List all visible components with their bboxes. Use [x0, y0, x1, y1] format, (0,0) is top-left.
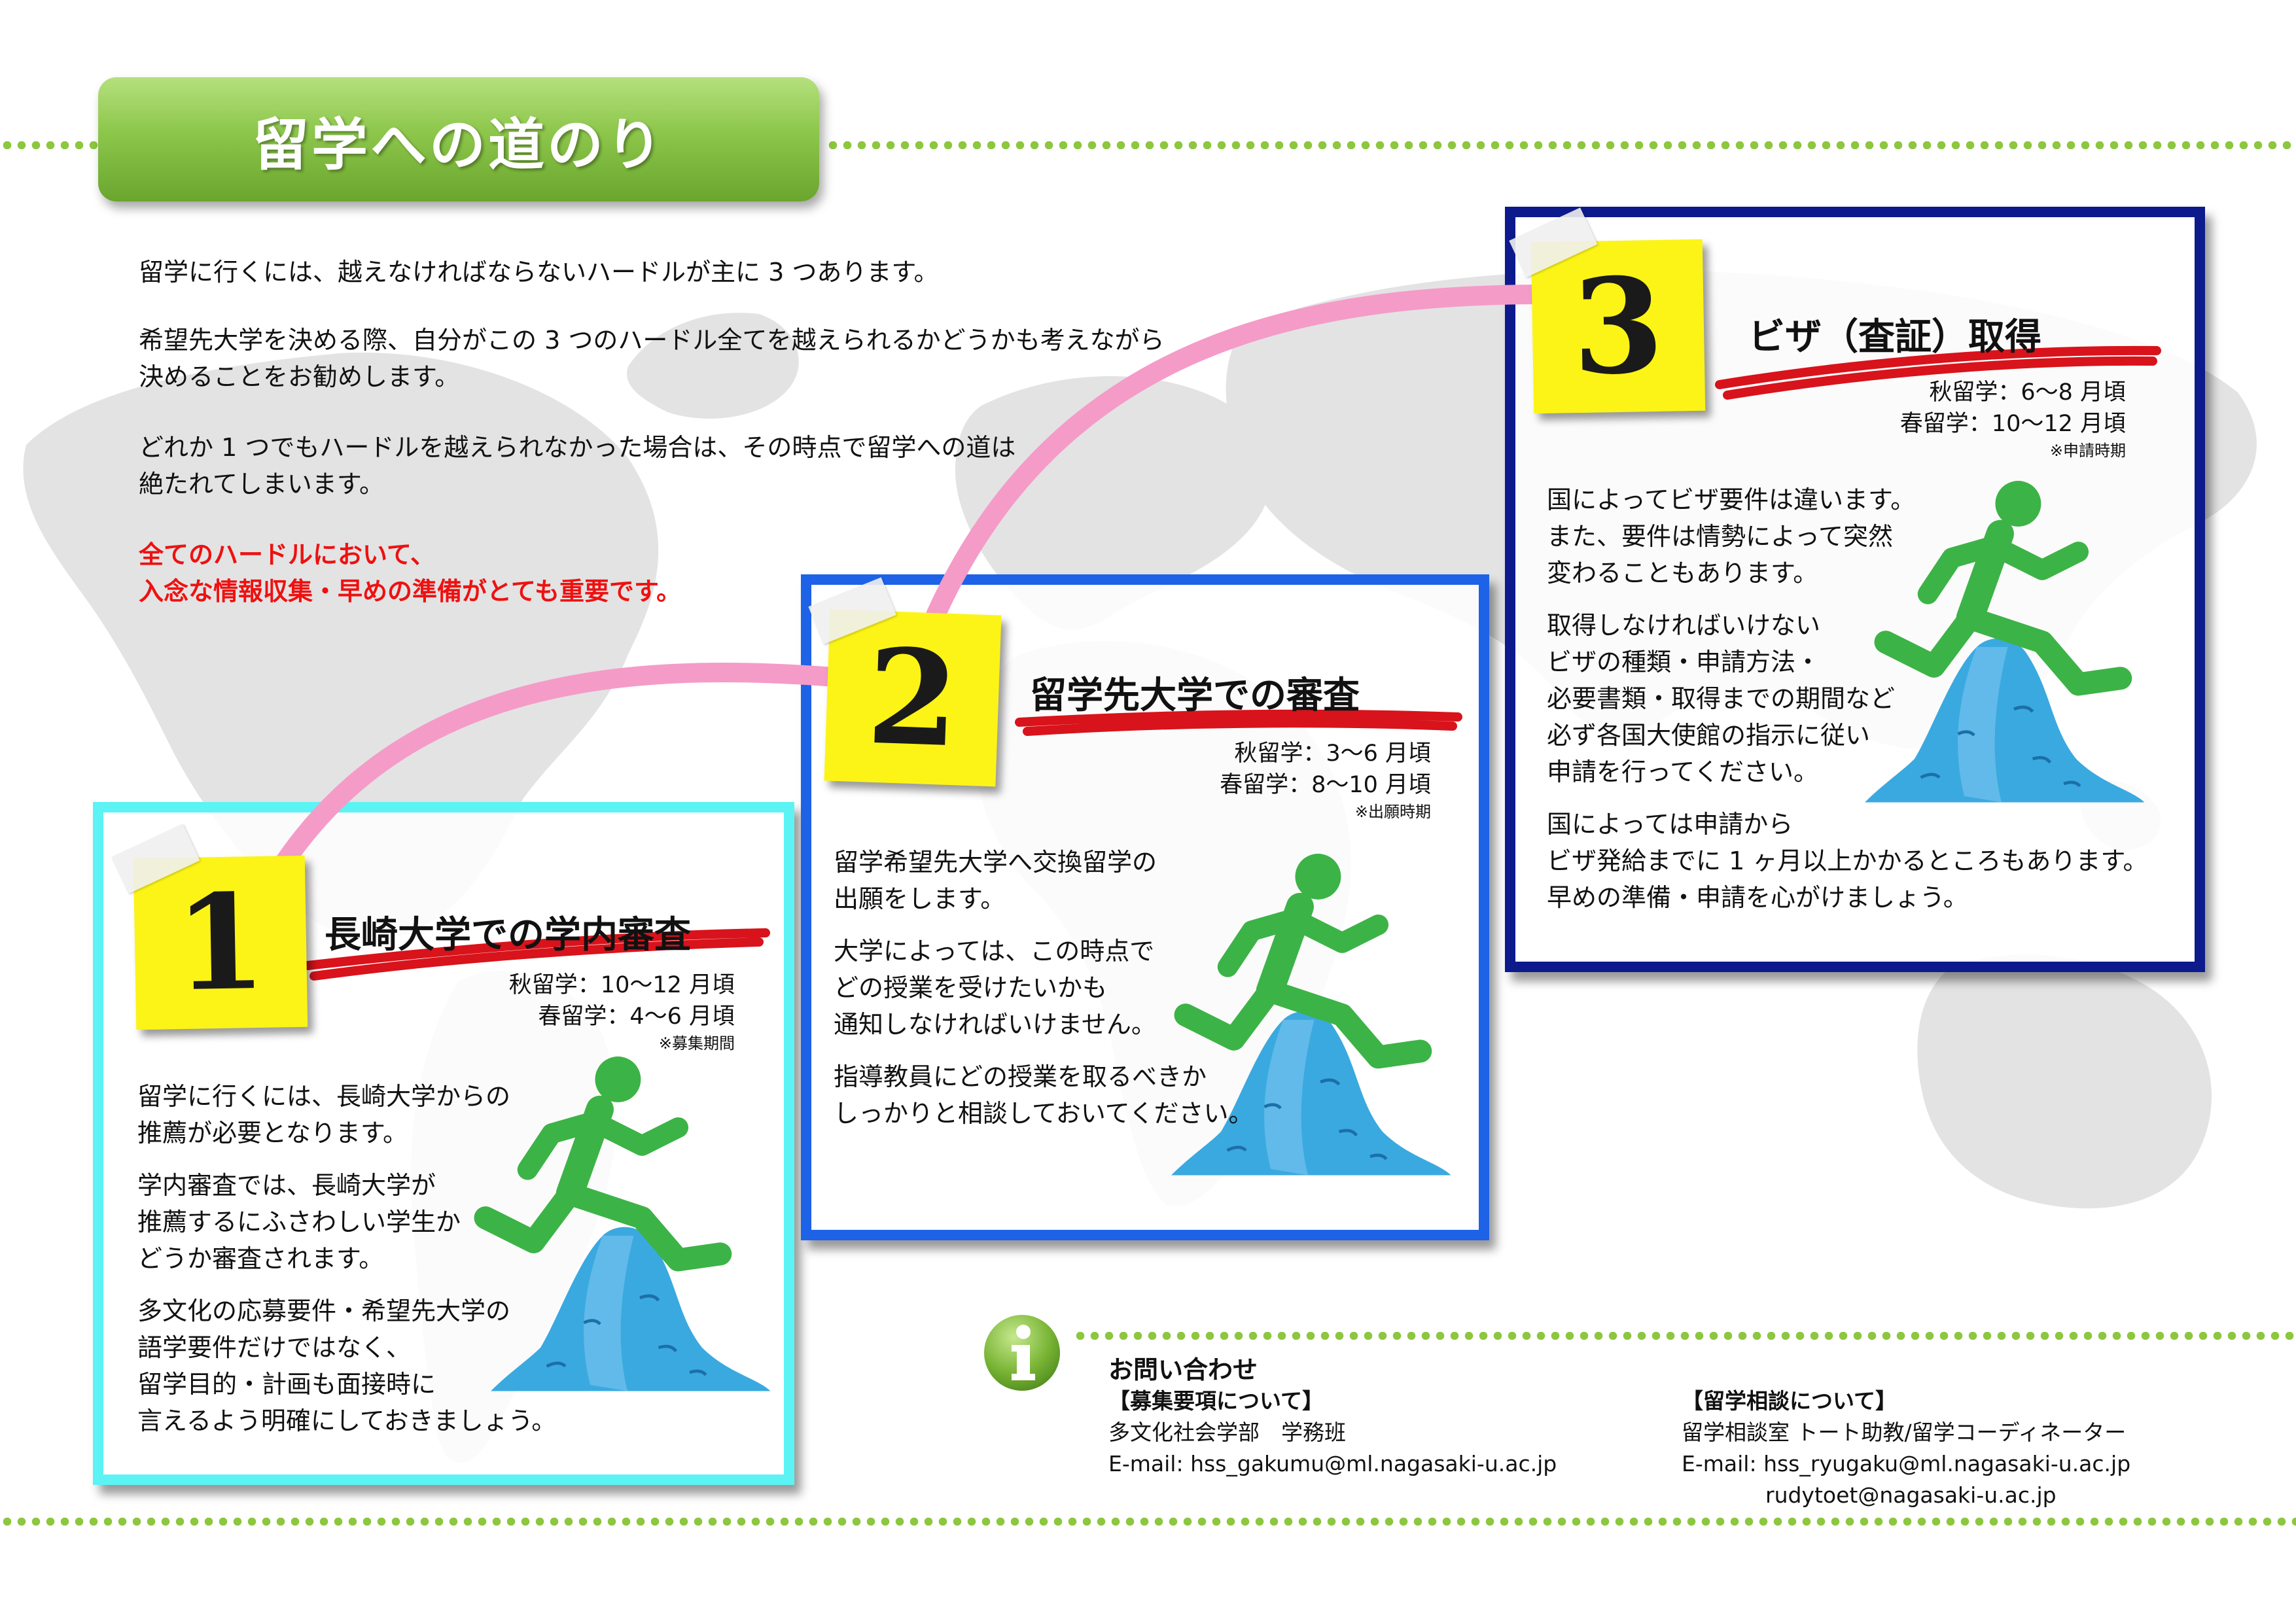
intro-line-2: 希望先大学を決める際、自分がこの 3 つのハードル全てを越えられるかどうかも考え…	[139, 326, 1165, 355]
contact-dotted-line	[1073, 1332, 2296, 1340]
step-1-line: 推薦が必要となります。	[137, 1119, 408, 1147]
intro-line-4: どれか 1 つでもハードルを越えられなかった場合は、その時点で留学への道は	[139, 433, 1016, 462]
step-2-line: しっかりと相談しておいてください。	[834, 1099, 1254, 1128]
intro-emphasis-1: 全てのハードルにおいて、	[139, 540, 435, 569]
step-3-autumn: 秋留学：6～8 月頃	[1929, 379, 2126, 406]
step-2-number: 2	[864, 620, 961, 777]
step-2-line: 通知しなければいけません。	[834, 1010, 1156, 1039]
step-1-line: 推薦するにふさわしい学生か	[137, 1208, 461, 1236]
step-3-line: ビザ発給までに 1 ヶ月以上かかるところもあります。	[1547, 846, 2148, 875]
step-2-spring: 春留学：8～10 月頃	[1220, 772, 1431, 798]
step-1-heading: 長崎大学での学内審査	[325, 914, 691, 956]
top-dotted-line-right	[826, 141, 2296, 149]
intro-emphasis-2: 入念な情報収集・早めの準備がとても重要です。	[139, 577, 682, 606]
step-2-heading: 留学先大学での審査	[1030, 674, 1360, 717]
step-1-line: 学内審査では、長崎大学が	[137, 1171, 436, 1200]
intro-line-3: 決めることをお勧めします。	[139, 362, 460, 391]
page-title: 留学への道のり	[98, 77, 819, 201]
step-2-line: 出願をします。	[834, 884, 1006, 913]
step-2-line: 指導教員にどの授業を取るべきか	[834, 1062, 1207, 1091]
step-2-body: 留学希望先大学へ交換留学の出願をします。 大学によっては、この時点でどの授業を受…	[834, 844, 1253, 1147]
step-3-line: また、要件は情勢によって突然	[1547, 522, 1893, 551]
step-3-spring: 春留学：10～12 月頃	[1899, 411, 2126, 437]
consult-email-1[interactable]: E-mail: hss_ryugaku@ml.nagasaki-u.ac.jp	[1682, 1451, 2131, 1476]
step-1-schedule: 秋留学：10～12 月頃 春留学：4～6 月頃 ※募集期間	[509, 969, 735, 1055]
intro-line-5: 絶たれてしまいます。	[139, 470, 385, 498]
step-1-line: 言えるよう明確にしておきましょう。	[137, 1406, 557, 1435]
step-1-autumn: 秋留学：10～12 月頃	[508, 972, 735, 998]
contact-heading: お問い合わせ	[1108, 1355, 1258, 1384]
step-3-line: 国によっては申請から	[1547, 810, 1793, 839]
step-1-line: どうか審査されます。	[137, 1244, 384, 1273]
bottom-dotted-line	[0, 1518, 2296, 1526]
step-3-number: 3	[1571, 249, 1665, 404]
top-dotted-line-left	[0, 141, 98, 149]
step-3-period-note: ※申請時期	[2049, 442, 2126, 460]
step-1-line: 留学目的・計画も面接時に	[137, 1370, 436, 1399]
step-1-line: 語学要件だけではなく、	[137, 1333, 412, 1362]
step-1-line: 多文化の応募要件・希望先大学の	[137, 1297, 511, 1325]
recruit-title: 【募集要項について】	[1108, 1388, 1324, 1414]
step-3-schedule: 秋留学：6～8 月頃 春留学：10～12 月頃 ※申請時期	[1900, 377, 2126, 462]
step-2-period-note: ※出願時期	[1354, 803, 1431, 821]
step-2-autumn: 秋留学：3～6 月頃	[1234, 741, 1431, 767]
step-3-body: 国によってビザ要件は違います。また、要件は情勢によって突然変わることもあります。…	[1547, 481, 2148, 932]
info-icon	[981, 1312, 1063, 1393]
step-2-schedule: 秋留学：3～6 月頃 春留学：8～10 月頃 ※出願時期	[1220, 738, 1431, 823]
step-1-body: 留学に行くには、長崎大学からの推薦が必要となります。 学内審査では、長崎大学が推…	[137, 1078, 556, 1455]
step-3-line: ビザの種類・申請方法・	[1547, 648, 1821, 676]
step-1-number-note: 1	[111, 824, 308, 1030]
step-2-line: 大学によっては、この時点で	[834, 937, 1155, 966]
step-3-line: 変わることもあります。	[1547, 559, 1818, 587]
step-3-number-note: 3	[1509, 207, 1706, 414]
step-3-line: 申請を行ってください。	[1547, 758, 1818, 786]
recruit-email[interactable]: E-mail: hss_gakumu@ml.nagasaki-u.ac.jp	[1108, 1451, 1557, 1476]
step-1-spring: 春留学：4～6 月頃	[538, 1003, 735, 1030]
step-3-line: 国によってビザ要件は違います。	[1547, 485, 1916, 514]
recruit-dept: 多文化社会学部 学務班	[1108, 1420, 1346, 1445]
step-2-number-note: 2	[808, 577, 1002, 787]
step-3-panel	[1505, 207, 2205, 972]
step-2-line: どの授業を受けたいかも	[834, 973, 1108, 1002]
contact-consult: 【留学相談について】 留学相談室 トート助教/留学コーディネーター E-mail…	[1682, 1386, 2130, 1511]
step-3-heading: ビザ（査証）取得	[1748, 316, 2041, 358]
consult-dept: 留学相談室 トート助教/留学コーディネーター	[1682, 1420, 2127, 1445]
step-1-number: 1	[173, 865, 268, 1021]
step-3-line: 早めの準備・申請を心がけましょう。	[1547, 883, 1968, 912]
step-3-line: 必ず各国大使館の指示に従い	[1547, 721, 1871, 750]
step-2-line: 留学希望先大学へ交換留学の	[834, 848, 1157, 877]
step-3-line: 必要書類・取得までの期間など	[1547, 684, 1896, 713]
intro-line-1: 留学に行くには、越えなければならないハードルが主に 3 つあります。	[139, 258, 939, 287]
step-3-line: 取得しなければいけない	[1547, 611, 1821, 640]
step-1-line: 留学に行くには、長崎大学からの	[137, 1082, 511, 1111]
consult-title: 【留学相談について】	[1682, 1388, 1898, 1414]
consult-email-2[interactable]: rudytoet@nagasaki-u.ac.jp	[1765, 1482, 2057, 1508]
contact-recruit: お問い合わせ 【募集要項について】 多文化社会学部 学務班 E-mail: hs…	[1108, 1354, 1557, 1480]
step-1-period-note: ※募集期間	[658, 1034, 735, 1053]
